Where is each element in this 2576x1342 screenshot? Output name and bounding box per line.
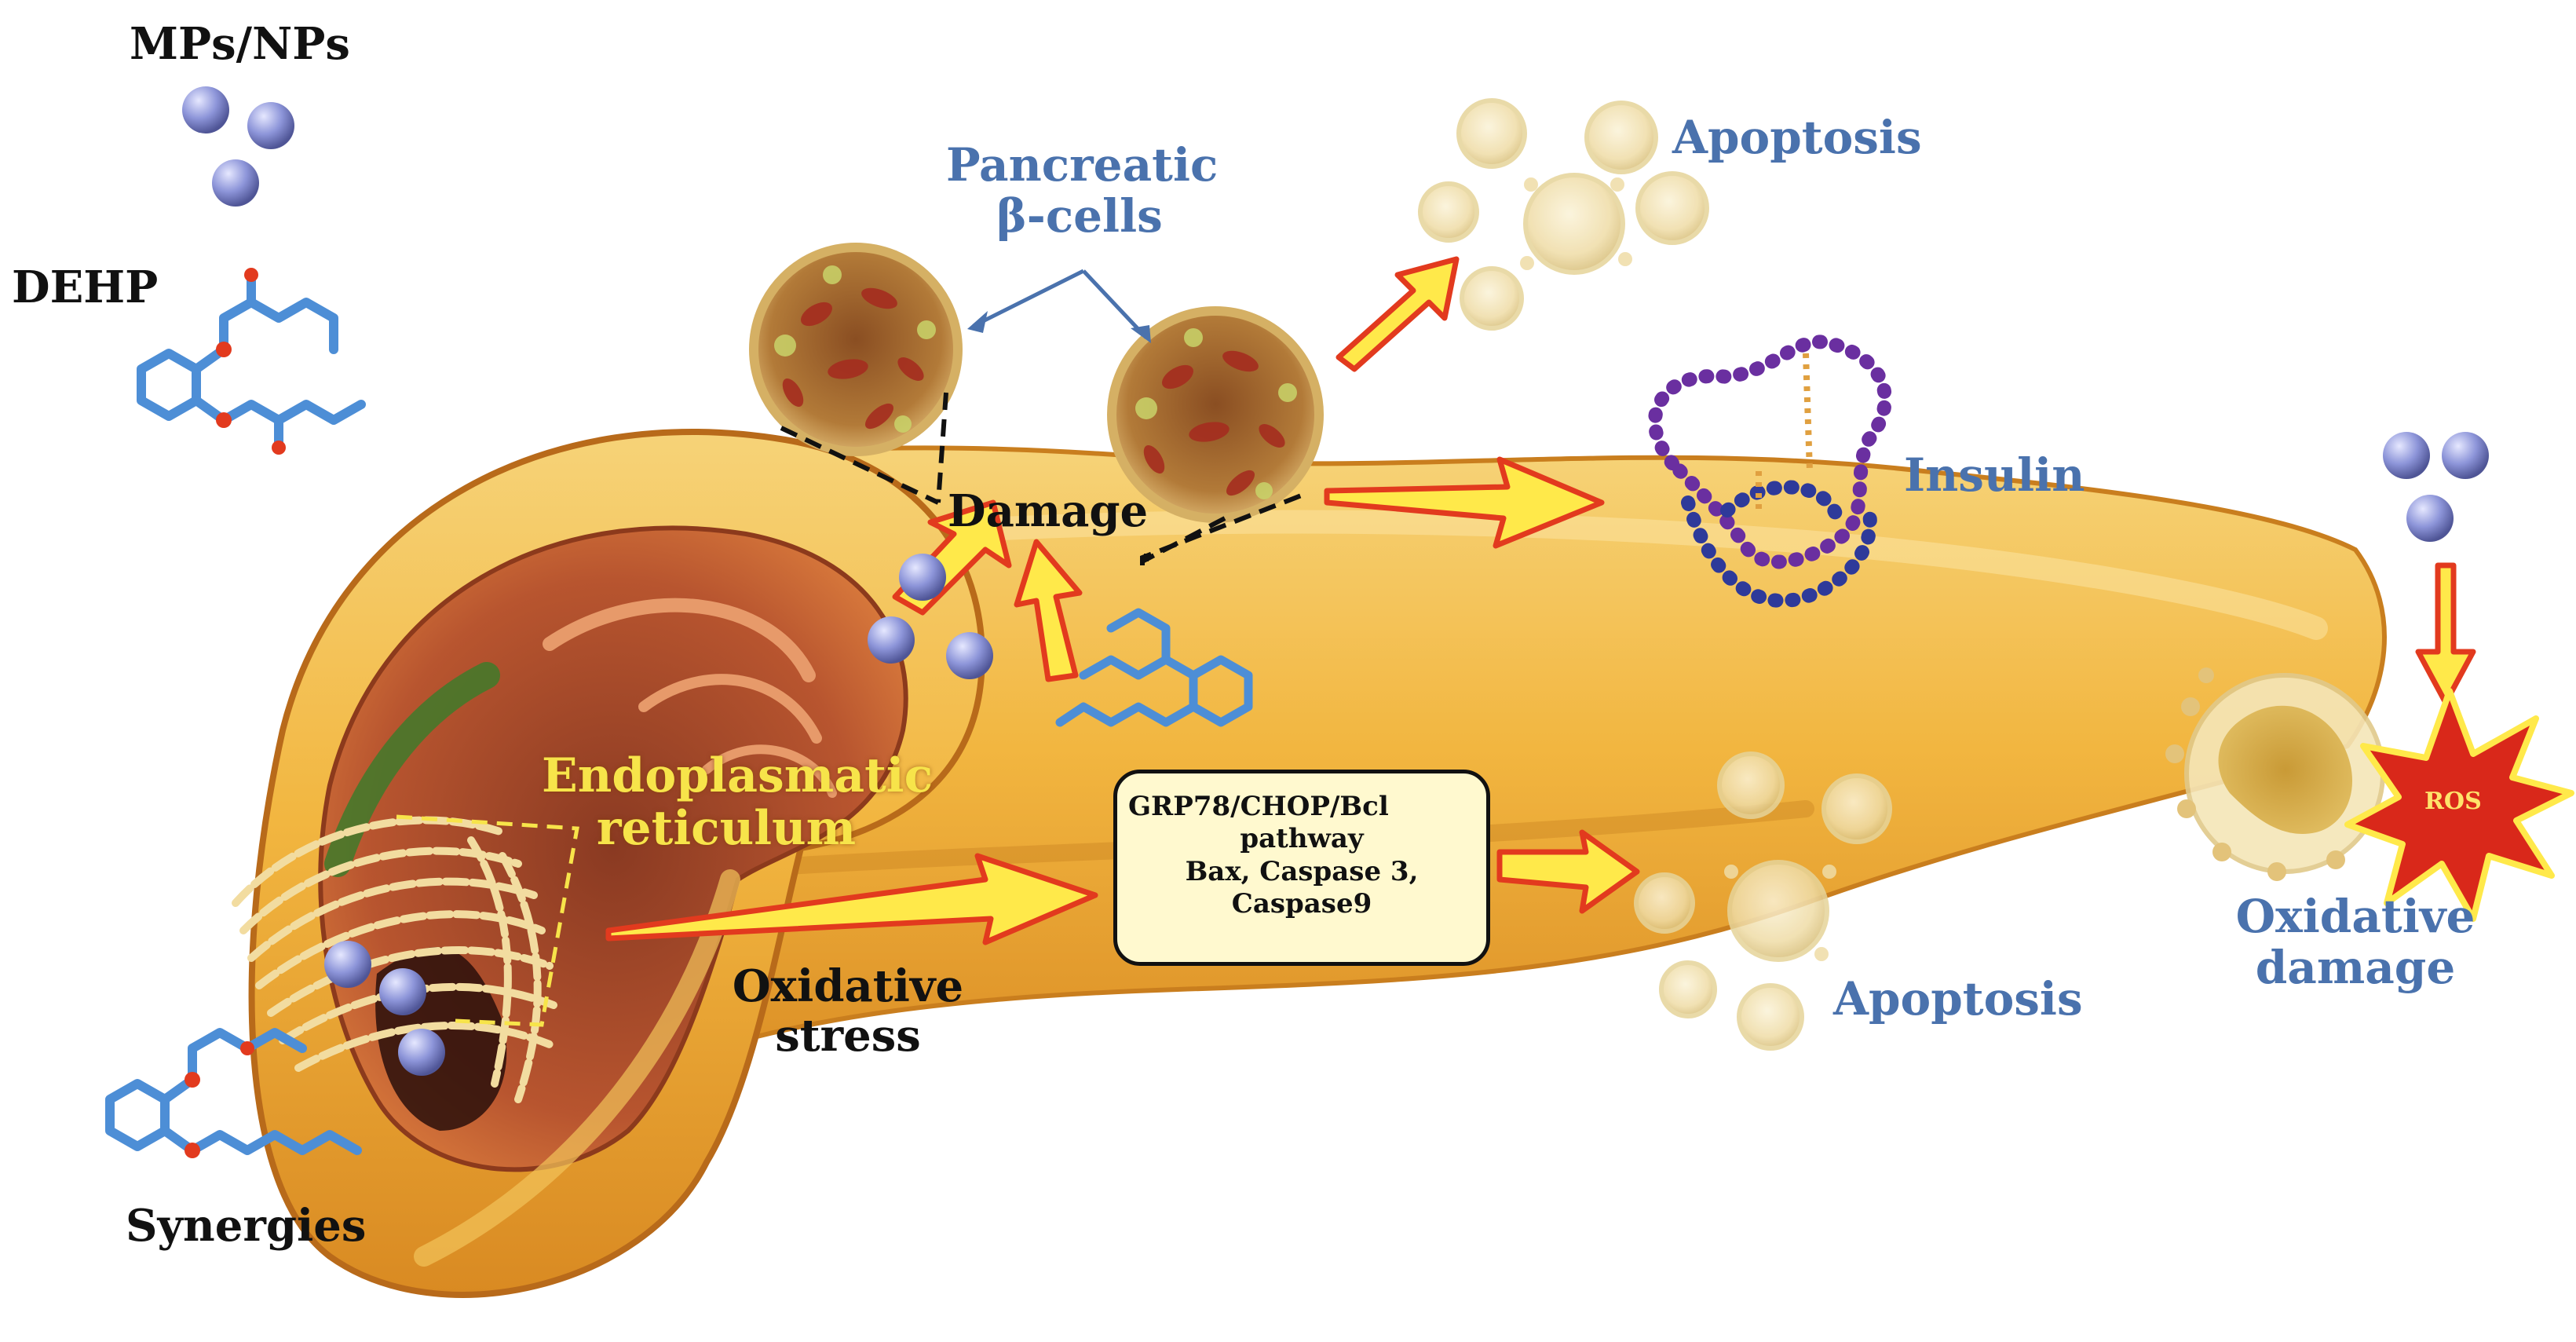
insulin-label: Insulin	[1904, 448, 2085, 502]
endoplasmatic-line2: reticulum	[596, 801, 857, 857]
apoptotic-cells-bottom	[1634, 751, 1892, 1051]
dehp-molecule-middle	[1055, 608, 1253, 727]
apoptosis-bottom-arrow	[1496, 829, 1640, 914]
dehp-molecule	[137, 270, 366, 452]
apoptosis-top-label: Apoptosis	[1672, 111, 1922, 164]
damage-dashed-lines	[780, 392, 1305, 565]
oxidative-damage-label: Oxidative damage	[2230, 891, 2481, 993]
oxidative-stress-arrow	[605, 853, 1098, 945]
pathway-box: GRP78/CHOP/Bcl pathway Bax, Caspase 3, C…	[1113, 770, 1490, 966]
pathway-line3: Bax, Caspase 3,	[1185, 855, 1419, 887]
oxidative-stress-line1: Oxidative	[732, 960, 964, 1012]
pancreatic-beta-cells-line1: Pancreatic	[946, 138, 1219, 192]
pathway-line1: GRP78/CHOP/Bcl	[1128, 791, 1389, 822]
ros-arrow	[2415, 562, 2476, 706]
oxidative-stress-line2: stress	[775, 1009, 921, 1062]
apoptosis-bottom-label: Apoptosis	[1833, 972, 2083, 1026]
insulin-chains	[1647, 335, 1892, 608]
ros-burst	[2344, 688, 2574, 922]
oxidative-damage-line2: damage	[2255, 940, 2456, 994]
mps-nps-label: MPs/NPs	[130, 18, 350, 70]
apoptotic-cells-top	[1418, 98, 1709, 331]
ros-label: ROS	[2424, 788, 2482, 815]
endoplasmatic-line1: Endoplasmatic	[542, 748, 934, 803]
dehp-label: DEHP	[12, 261, 159, 313]
endoplasmatic-reticulum-label: Endoplasmatic reticulum	[542, 748, 934, 857]
synergies-label: Synergies	[126, 1200, 367, 1252]
beta-cell-pointer-arrows	[972, 269, 1148, 339]
pancreatic-beta-cells-line2: β-cells	[996, 188, 1163, 243]
apoptosis-top-arrow	[1336, 256, 1460, 372]
pancreatic-beta-cells-label: Pancreatic β-cells	[946, 138, 1219, 243]
pathway-line4: Caspase9	[1231, 888, 1372, 920]
islet-right	[1107, 306, 1324, 523]
insulin-arrow	[1324, 456, 1605, 549]
microplastic-particles	[182, 86, 2489, 1076]
damage-label: Damage	[948, 485, 1149, 537]
pathway-line2: pathway	[1240, 823, 1364, 855]
islet-left	[749, 243, 963, 456]
oxidative-stress-label: Oxidative stress	[714, 962, 981, 1060]
damaged-cell	[2165, 667, 2388, 881]
oxidative-damage-line1: Oxidative	[2235, 890, 2476, 943]
